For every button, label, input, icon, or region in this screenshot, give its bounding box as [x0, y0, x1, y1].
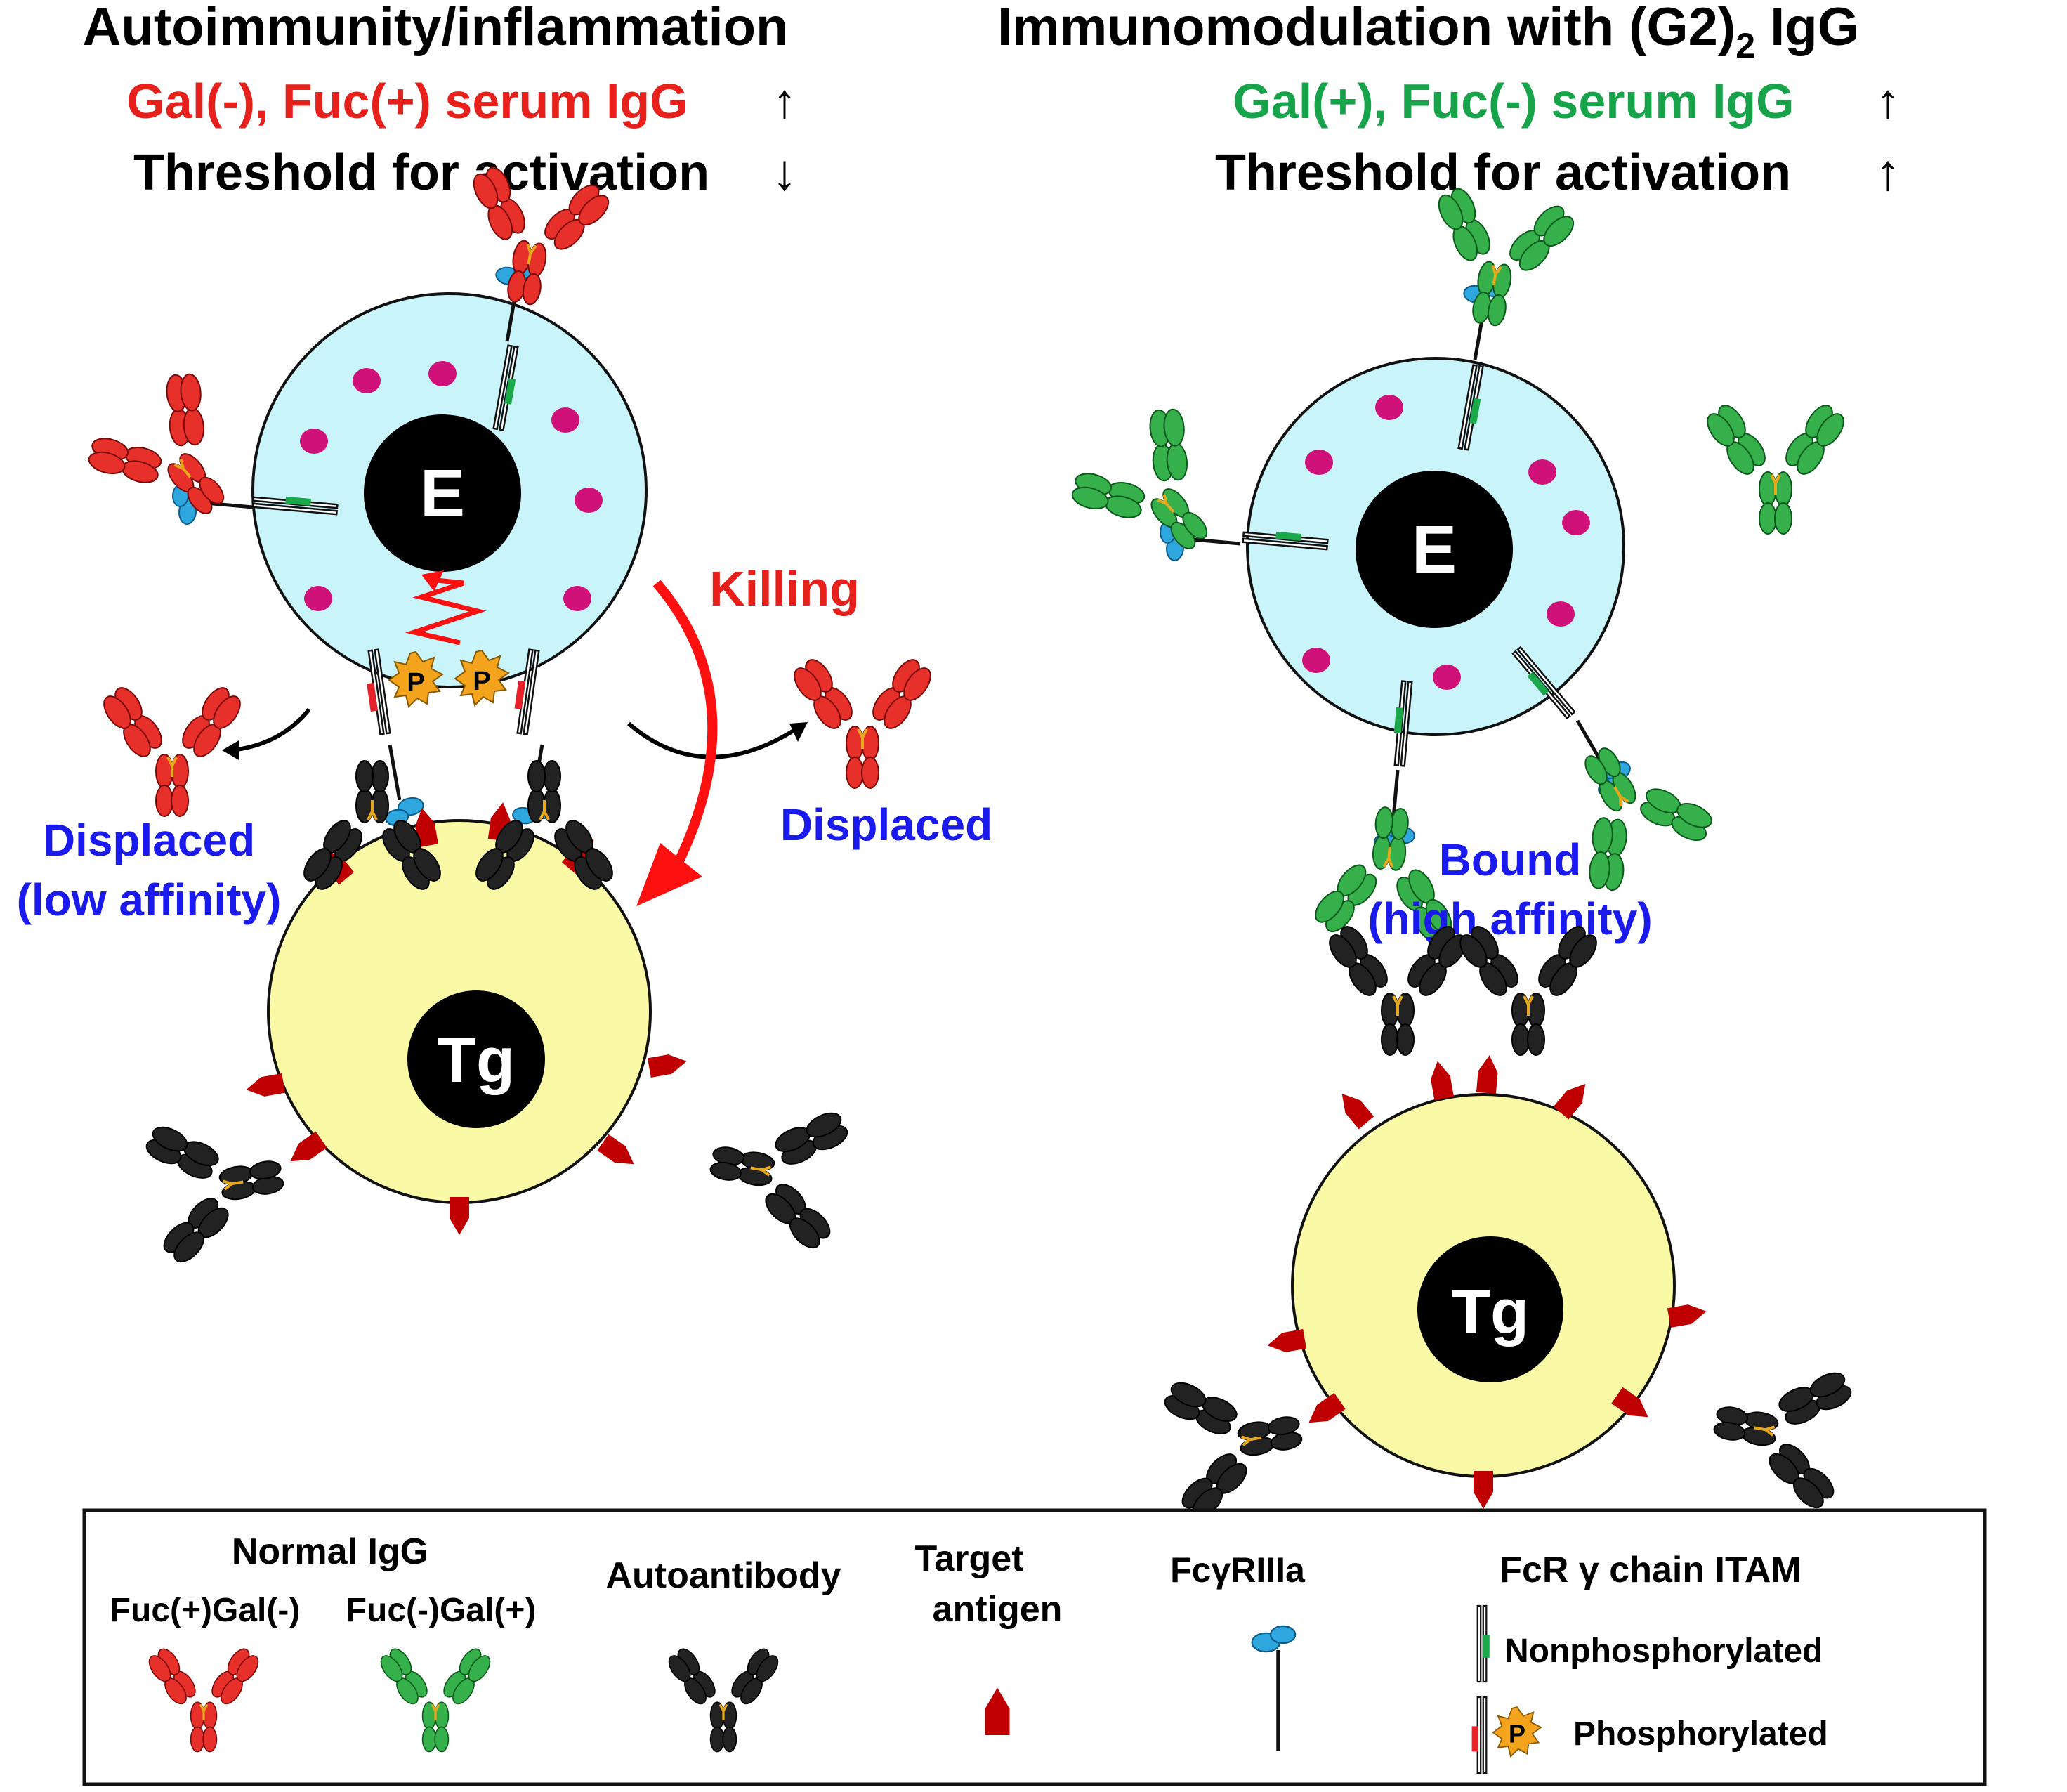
displaced-left-line2: (low affinity) — [17, 875, 282, 925]
legend-receptor-icon — [1251, 1625, 1297, 1751]
left-panel-title: Autoimmunity/inflammation — [83, 0, 789, 57]
right-title-part1: Immunomodulation with (G2) — [997, 0, 1735, 57]
right-effector-cell: E — [1246, 357, 1625, 736]
legend-fuc-neg-gal-pos: Fuc(-)Gal(+) — [346, 1592, 537, 1629]
legend-phosphorylated: Phosphorylated — [1573, 1715, 1828, 1753]
antigen-icon — [647, 1052, 688, 1078]
granule — [1375, 395, 1403, 420]
antigen-icon — [1474, 1471, 1493, 1509]
svg-text:P: P — [407, 668, 424, 698]
right-effector-label: E — [1412, 512, 1457, 587]
granule — [304, 586, 332, 611]
displacement-arrow-left — [222, 708, 311, 760]
signal-zigzag-icon — [405, 570, 487, 646]
granule — [1305, 450, 1333, 475]
antigen-icon — [1428, 1059, 1454, 1101]
legend-fuc-pos-gal-neg: Fuc(+)Gal(-) — [110, 1592, 301, 1629]
left-target-cell: Tg — [267, 819, 652, 1204]
legend-receptor: FcγRIIIa — [1170, 1550, 1306, 1590]
autoantibody-icon — [137, 1101, 296, 1271]
target-nucleus — [407, 990, 545, 1128]
left-threshold-arrow: ↓ — [772, 145, 797, 201]
left-serum-line: Gal(-), Fuc(+) serum IgG — [126, 74, 688, 129]
antigen-icon — [1476, 1054, 1500, 1094]
phosphate-star-icon: P — [388, 651, 443, 707]
antibody-icon — [1056, 393, 1256, 591]
antigen-icon — [597, 1134, 640, 1172]
bound-line1: Bound — [1439, 835, 1582, 885]
legend: Normal IgG Fuc(+)Gal(-) Fuc(-)Gal(+) Aut… — [82, 1508, 1987, 1786]
phosphate-star-icon: P — [454, 650, 509, 706]
right-target-cell: Tg — [1291, 1093, 1676, 1478]
effector-nucleus — [1356, 471, 1513, 628]
granule — [563, 586, 591, 611]
displaced-right-label: Displaced — [780, 799, 992, 850]
granule — [1302, 648, 1330, 673]
granule — [1528, 459, 1556, 485]
autoantibody-icon — [1702, 1347, 1861, 1517]
antibody-icon — [73, 358, 273, 556]
right-target-label: Tg — [1452, 1277, 1529, 1347]
displaced-left-line1: Displaced — [43, 815, 255, 865]
bound-line2: (high affinity) — [1367, 894, 1652, 944]
left-threshold-line: Threshold for activation — [133, 145, 709, 201]
antigen-icon — [450, 1197, 469, 1235]
granule — [1433, 665, 1461, 690]
antigen-icon — [244, 1073, 286, 1099]
autoantibody-icon — [698, 1087, 857, 1257]
left-effector-label: E — [420, 456, 465, 531]
legend-itam-header: FcR γ chain ITAM — [1500, 1550, 1802, 1590]
right-panel-title: Immunomodulation with (G2)2 IgG — [997, 0, 1859, 65]
legend-phosphate-star-icon: P — [1492, 1706, 1542, 1758]
target-nucleus — [1417, 1236, 1563, 1382]
granule — [551, 407, 579, 433]
displacement-arrow-right — [627, 721, 808, 759]
right-threshold-arrow: ↑ — [1875, 145, 1901, 201]
left-effector-cell: E — [251, 292, 648, 688]
left-serum-arrow: ↑ — [773, 74, 797, 129]
granule — [428, 361, 457, 386]
granule — [300, 429, 328, 454]
legend-autoantibody: Autoantibody — [605, 1555, 841, 1596]
granule — [1547, 601, 1575, 627]
killing-label: Killing — [709, 561, 860, 616]
antibody-icon — [1701, 400, 1850, 535]
right-title-subscript: 2 — [1735, 26, 1755, 65]
right-threshold-line: Threshold for activation — [1215, 145, 1791, 201]
legend-nonphosphorylated: Nonphosphorylated — [1504, 1633, 1823, 1670]
antibody-icon — [1413, 179, 1583, 338]
right-serum-line: Gal(+), Fuc(-) serum IgG — [1233, 74, 1794, 129]
legend-box — [82, 1508, 1987, 1786]
legend-p-label: P — [1509, 1720, 1525, 1748]
legend-target-antigen-line2: antigen — [933, 1589, 1063, 1630]
effector-nucleus — [364, 414, 521, 572]
killing-arrow — [636, 580, 718, 906]
left-target-label: Tg — [438, 1026, 515, 1096]
legend-normal-igg: Normal IgG — [232, 1531, 428, 1572]
autoantibody-icon — [1155, 1357, 1314, 1527]
antigen-icon — [1266, 1329, 1307, 1355]
antibody-icon — [788, 654, 937, 789]
granule — [1562, 510, 1590, 535]
legend-target-antigen-line1: Target — [914, 1538, 1023, 1579]
right-title-part2: IgG — [1755, 0, 1859, 57]
granule — [575, 488, 603, 513]
granule — [353, 368, 381, 393]
antigen-icon — [1334, 1087, 1374, 1130]
svg-text:P: P — [473, 667, 490, 696]
right-serum-arrow: ↑ — [1876, 74, 1901, 129]
